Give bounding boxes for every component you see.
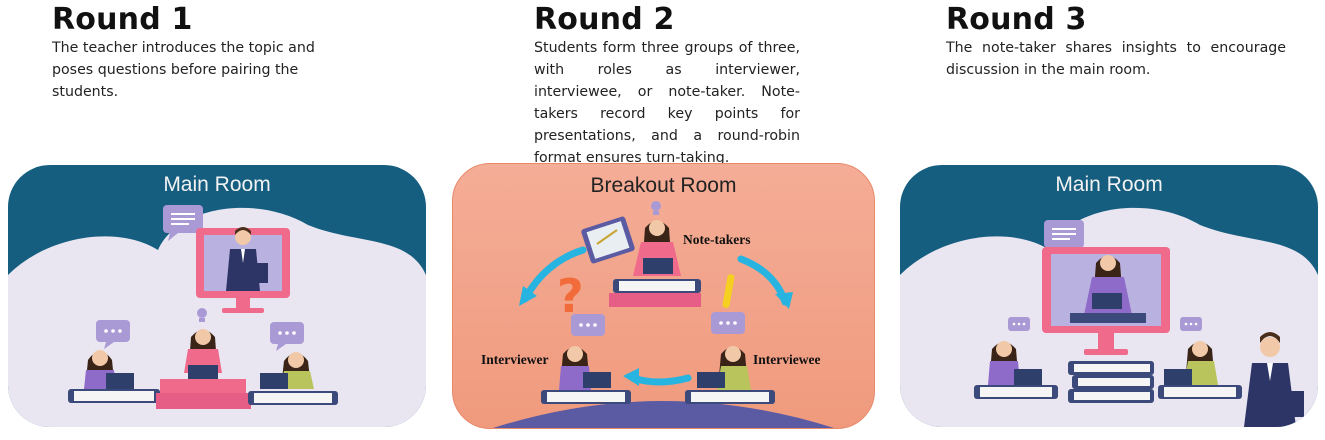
main-room-panel-2: Main Room xyxy=(900,165,1318,427)
student-icon xyxy=(260,352,314,389)
round-1-title: Round 1 xyxy=(52,2,193,37)
breakout-room-label: Breakout Room xyxy=(590,174,737,197)
round-3-description: The note-taker shares insights to encour… xyxy=(946,40,1286,78)
clipboard-icon xyxy=(581,216,635,264)
main-room-label-2: Main Room xyxy=(1055,173,1163,196)
lightbulb-icon xyxy=(651,201,661,215)
main-room-1-illustration xyxy=(8,205,426,427)
main-room-panel-1: Main Room xyxy=(8,165,426,427)
round-2-description: Students form three groups of three, wit… xyxy=(534,40,800,166)
book-stack-icon xyxy=(974,385,1058,399)
round-2-title: Round 2 xyxy=(534,2,675,37)
exclamation-icon xyxy=(722,274,735,308)
round-1-description: The teacher introduces the topic and pos… xyxy=(52,40,315,100)
speech-bubble-icon xyxy=(711,312,745,334)
student-icon xyxy=(697,346,751,390)
student-icon xyxy=(1070,255,1146,323)
book-stack-icon xyxy=(541,390,631,404)
student-icon xyxy=(184,329,222,379)
speech-bubble-icon xyxy=(163,205,203,241)
book-stack-icon xyxy=(1068,361,1154,403)
lightbulb-icon xyxy=(197,308,207,322)
student-icon xyxy=(633,220,681,276)
speech-bubble-icon xyxy=(96,320,130,349)
student-icon xyxy=(988,341,1042,385)
speech-bubble-icon xyxy=(1180,317,1202,331)
book-stack-icon xyxy=(1158,385,1242,399)
student-icon xyxy=(84,350,134,389)
note-takers-label: Note-takers xyxy=(683,232,751,247)
teacher-icon xyxy=(1244,332,1304,427)
speech-bubble-icon xyxy=(270,322,304,351)
teacher-icon xyxy=(226,227,268,291)
interviewer-label: Interviewer xyxy=(481,352,549,367)
student-icon xyxy=(559,346,611,390)
breakout-room-illustration: ? xyxy=(493,201,834,428)
speech-bubble-icon xyxy=(1008,317,1030,331)
breakout-room-panel: ? xyxy=(452,163,875,429)
speech-bubble-icon xyxy=(571,314,605,336)
main-room-2-illustration xyxy=(900,207,1318,427)
student-icon xyxy=(1164,341,1218,385)
book-stack-icon xyxy=(68,379,338,409)
round-3-title: Round 3 xyxy=(946,2,1087,37)
book-stack-icon xyxy=(685,390,775,404)
interviewee-label: Interviewee xyxy=(753,352,821,367)
main-room-label-1: Main Room xyxy=(163,173,271,196)
book-stack-icon xyxy=(609,279,701,307)
